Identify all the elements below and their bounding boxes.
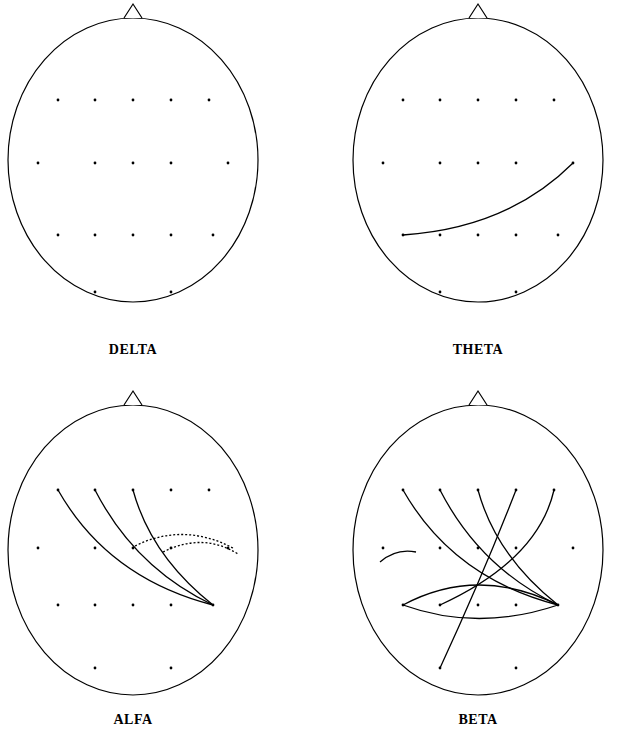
electrode-dot — [477, 234, 480, 237]
electrode-dot — [37, 547, 40, 550]
electrode-dot — [212, 234, 215, 237]
electrode-dot — [132, 234, 135, 237]
head-outline — [8, 405, 258, 695]
nose-marker — [124, 4, 142, 18]
electrode-dot — [515, 604, 518, 607]
electrode-dot — [439, 162, 442, 165]
electrode-dot — [227, 162, 230, 165]
electrode-dot — [132, 162, 135, 165]
electrode-dot — [477, 604, 480, 607]
connection-line — [403, 490, 558, 605]
electrode-dot — [57, 99, 60, 102]
band-label: DELTA — [109, 342, 157, 358]
electrode-dot — [170, 604, 173, 607]
electrode-dot — [515, 667, 518, 670]
electrode-dot — [208, 99, 211, 102]
nose-marker — [469, 4, 487, 18]
connection-line — [133, 490, 213, 605]
electrode-dot — [94, 162, 97, 165]
connection-line — [440, 490, 516, 668]
electrode-dot — [94, 99, 97, 102]
electrode-dot — [382, 162, 385, 165]
connection-line — [403, 163, 573, 235]
electrode-dot — [94, 291, 97, 294]
electrode-dot — [515, 234, 518, 237]
electrode-dot — [57, 604, 60, 607]
connection-line — [403, 585, 558, 605]
electrode-dot — [439, 234, 442, 237]
electrode-dot — [132, 604, 135, 607]
dotted-connection — [135, 534, 233, 548]
dotted-connection — [163, 542, 238, 554]
electrode-dot — [37, 162, 40, 165]
electrode-dot — [477, 162, 480, 165]
electrode-dot — [170, 291, 173, 294]
electrode-dot — [557, 234, 560, 237]
connection-line — [478, 490, 558, 605]
head-outline — [353, 405, 603, 695]
electrode-dot — [94, 547, 97, 550]
electrode-dot — [208, 489, 211, 492]
electrode-dot — [94, 604, 97, 607]
electrode-dot — [515, 162, 518, 165]
electrode-dot — [170, 667, 173, 670]
electrode-dot — [515, 99, 518, 102]
connection-line — [440, 490, 558, 605]
electrode-dot — [132, 99, 135, 102]
head-outline — [353, 18, 603, 302]
nose-marker — [124, 391, 142, 405]
electrode-dot — [170, 489, 173, 492]
electrode-dot — [402, 99, 405, 102]
connection-line — [380, 551, 416, 562]
electrode-dot — [515, 291, 518, 294]
connection-line — [403, 605, 558, 619]
band-label: THETA — [453, 342, 503, 358]
electrode-dot — [572, 547, 575, 550]
electrode-dot — [439, 99, 442, 102]
electrode-dot — [439, 291, 442, 294]
head-outline — [8, 18, 258, 302]
electrode-dot — [170, 162, 173, 165]
electrode-dot — [553, 99, 556, 102]
connection-line — [95, 490, 213, 605]
nose-marker — [469, 391, 487, 405]
electrode-dot — [515, 547, 518, 550]
electrode-dot — [94, 234, 97, 237]
connection-line — [58, 490, 213, 605]
electrode-dot — [57, 234, 60, 237]
electrode-dot — [439, 547, 442, 550]
electrode-dot — [170, 234, 173, 237]
band-label: ALFA — [113, 712, 152, 728]
connection-line — [440, 490, 554, 605]
electrode-dot — [477, 99, 480, 102]
electrode-dot — [94, 667, 97, 670]
electrode-dot — [382, 547, 385, 550]
electrode-dot — [170, 99, 173, 102]
band-label: BETA — [458, 712, 497, 728]
